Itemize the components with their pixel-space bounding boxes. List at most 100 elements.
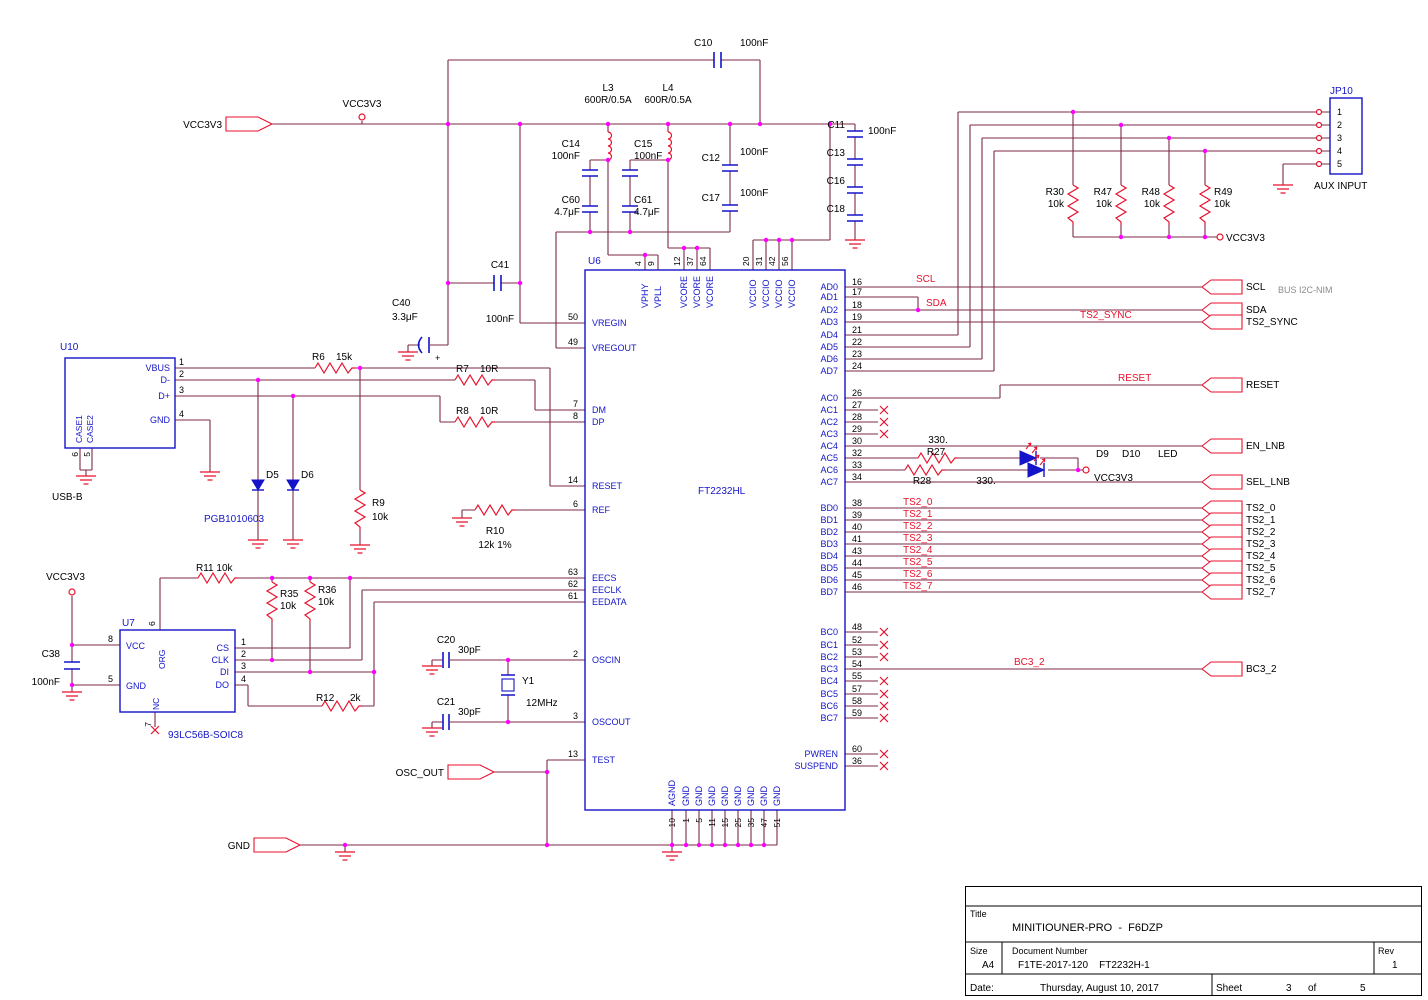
net-label: SCL	[916, 274, 936, 285]
flag-label: SCL	[1246, 282, 1266, 293]
jp10-ref: JP10	[1330, 86, 1353, 97]
pin-number: 42	[767, 256, 777, 266]
component-part: PGB1010603	[204, 514, 264, 525]
ground-symbol	[421, 727, 443, 737]
pin-name: EEDATA	[592, 597, 627, 607]
power-node	[358, 113, 366, 121]
component-value: 330.	[976, 476, 995, 487]
pin-name: DM	[592, 405, 606, 415]
connector-pin-circle	[1315, 108, 1323, 116]
component-ref: C21	[437, 697, 456, 708]
component-value: 12k 1%	[478, 540, 511, 551]
pin-number: 38	[852, 498, 862, 508]
flag-label: TS2_2	[1246, 527, 1276, 538]
flag-label: TS2_5	[1246, 563, 1276, 574]
flag-label: TS2_3	[1246, 539, 1276, 550]
pin-number: 2	[241, 649, 246, 659]
pin-name: VCCIO	[787, 279, 797, 308]
power-node	[68, 588, 76, 596]
pin-number: 64	[698, 256, 708, 266]
pin-number: 48	[852, 622, 862, 632]
component-value: 100nF	[32, 677, 60, 688]
component-value: 10R	[480, 406, 498, 417]
pin-name: BC3	[820, 664, 838, 674]
component-ref: R35	[280, 589, 299, 600]
pin-name: AD1	[820, 292, 838, 302]
gnd-flag	[253, 837, 301, 853]
flag-label: EN_LNB	[1246, 441, 1285, 452]
component-value: 330.	[928, 435, 947, 446]
polarity-plus: +	[435, 353, 440, 363]
sheet-number: 3	[1286, 983, 1292, 994]
pin-number: 5	[82, 452, 92, 457]
connector-pin-circle	[1315, 134, 1323, 142]
pin-number: 37	[685, 256, 695, 266]
resistor-r49	[1199, 184, 1211, 226]
pin-number: 4	[633, 261, 643, 266]
pin-number: 19	[852, 312, 862, 322]
pin-number: 3	[1337, 133, 1342, 143]
pin-number: 3	[573, 711, 578, 721]
pin-number: 7	[573, 399, 578, 409]
pin-name: BD4	[820, 551, 838, 561]
flag-label: TS2_0	[1246, 503, 1276, 514]
component-ref: C12	[702, 153, 721, 164]
pin-number: 10	[667, 818, 677, 828]
flag-label: SDA	[1246, 305, 1267, 316]
pin-number: 33	[852, 460, 862, 470]
capacitor-plates	[64, 52, 863, 730]
pin-number: 6	[147, 621, 157, 626]
component-value: 10k	[372, 512, 389, 523]
component-value: 4.7μF	[634, 207, 660, 218]
pin-name: AD2	[820, 305, 838, 315]
pin-name: AC4	[820, 441, 838, 451]
component-ref: C20	[437, 635, 456, 646]
pin-name: AC7	[820, 477, 838, 487]
net-label: TS2_0	[903, 497, 933, 508]
junction-dots	[69, 109, 1208, 848]
u6-ref: U6	[588, 256, 601, 267]
pin-name: OSCIN	[592, 655, 621, 665]
pin-number: 23	[852, 349, 862, 359]
pin-name: BD5	[820, 563, 838, 573]
pin-name: VCORE	[705, 276, 715, 308]
component-ref: C60	[562, 195, 581, 206]
ground-symbol	[75, 475, 97, 485]
pin-name: BC2	[820, 652, 838, 662]
pin-name: RESET	[592, 481, 623, 491]
pin-number: 8	[108, 634, 113, 644]
resistor-r30	[1067, 184, 1079, 226]
pin-name: VCCIO	[748, 279, 758, 308]
resistor-r6	[314, 362, 356, 374]
pin-name: VPHY	[640, 283, 650, 308]
pin-name: BC5	[820, 689, 838, 699]
component-ref: R7	[456, 364, 469, 375]
component-ref: R47	[1094, 187, 1113, 198]
pin-number: 34	[852, 472, 862, 482]
pin-name: CASE2	[85, 415, 95, 443]
resistor-r48	[1163, 184, 1175, 226]
pin-name: GND	[772, 786, 782, 807]
pin-number: 30	[852, 436, 862, 446]
osc-out-flag	[447, 764, 495, 780]
resistor-r8	[454, 416, 496, 428]
net-label: TS2_3	[903, 533, 933, 544]
size-value: A4	[982, 960, 995, 971]
component-ref: Y1	[522, 676, 535, 687]
pin-name: ORG	[157, 650, 167, 669]
ground-symbol	[61, 691, 83, 701]
pin-number: 22	[852, 337, 862, 347]
u7-part: 93LC56B-SOIC8	[168, 730, 243, 741]
resistor-r11	[197, 572, 239, 584]
net-label: TS2_2	[903, 521, 933, 532]
pin-number: 12	[672, 256, 682, 266]
component-value: 100nF	[740, 147, 768, 158]
date-label: Date:	[970, 983, 994, 994]
pin-name: D-	[161, 375, 171, 385]
component-ref: R28	[913, 476, 932, 487]
net-label: RESET	[1118, 373, 1151, 384]
pin-number: 2	[179, 369, 184, 379]
component-ref: R36	[318, 585, 337, 596]
component-ref: L3	[602, 83, 614, 94]
component-value: 4.7μF	[554, 207, 580, 218]
